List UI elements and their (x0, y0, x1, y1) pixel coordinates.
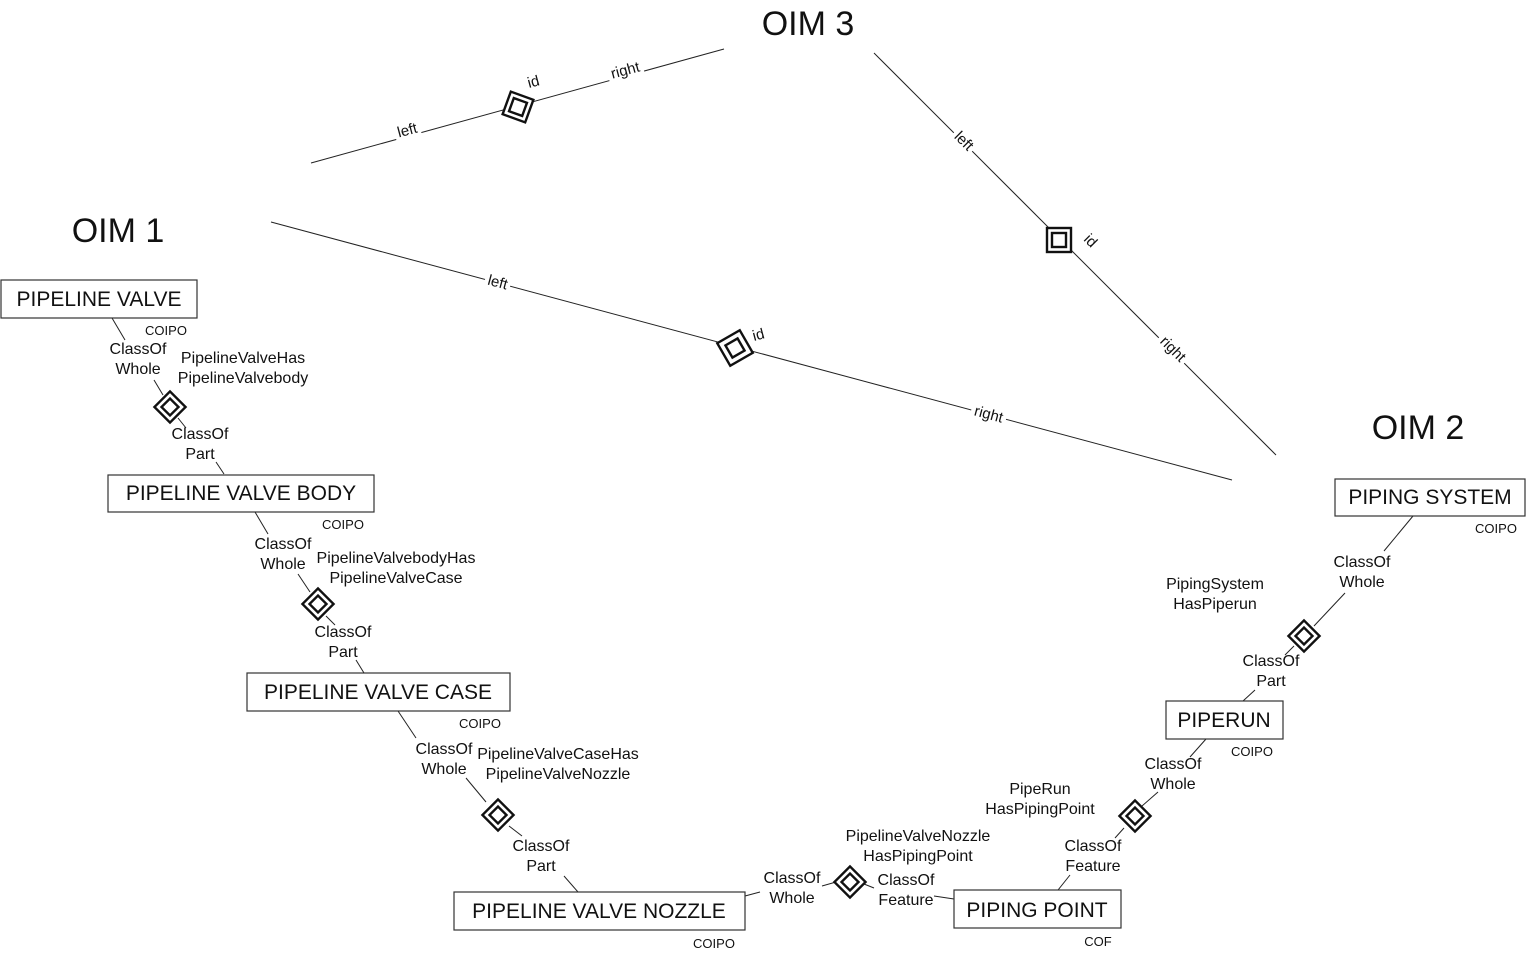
role-part-line2: Part (185, 446, 215, 463)
relationship-diamond-icon[interactable] (1117, 798, 1153, 834)
role-whole-line1: ClassOf (110, 341, 167, 358)
role-whole-line1: ClassOf (764, 870, 821, 887)
mapping-right-label: right (609, 58, 642, 82)
mapping-oim3-oim2: left id right (873, 52, 1277, 456)
role-part-line2: Part (1256, 673, 1286, 690)
relationship-diamonds (152, 389, 1322, 900)
role-whole-line2: Whole (769, 890, 814, 907)
role-whole-line1: ClassOf (255, 536, 312, 553)
relationship-name-line1: PipelineValveNozzle (846, 828, 991, 845)
relationship-name-line2: PipelineValveNozzle (486, 766, 631, 783)
relationship-name-line2: HasPipingPoint (985, 801, 1095, 818)
entity-piping-system[interactable]: PIPING SYSTEM COIPO (1334, 478, 1526, 536)
relationship-name-line1: PipeRun (1009, 781, 1070, 798)
mapping-id-label: id (751, 325, 767, 344)
relationship-name-line2: PipelineValvebody (178, 370, 308, 387)
role-whole-line2: Whole (1339, 574, 1384, 591)
entity-pipeline-valve-case[interactable]: PIPELINE VALVE CASE COIPO (246, 672, 511, 731)
relationship-diamond-icon[interactable] (1286, 618, 1322, 654)
oim-2-title: OIM 2 (1372, 409, 1465, 447)
relationship-name-line1: PipelineValveCaseHas (477, 746, 639, 763)
entity-type-label: COIPO (145, 323, 187, 338)
role-part-line1: ClassOf (1243, 653, 1300, 670)
relationship-diamond-icon[interactable] (832, 864, 868, 900)
role-whole-line2: Whole (115, 361, 160, 378)
entity-label: PIPING SYSTEM (1348, 486, 1511, 509)
entity-piping-point[interactable]: PIPING POINT COF (953, 889, 1122, 949)
entity-label: PIPELINE VALVE (17, 288, 182, 311)
role-part-line2: Part (328, 644, 358, 661)
relationship-r1: PipelineValveHas PipelineValvebody Class… (110, 341, 309, 463)
oim-1-title: OIM 1 (72, 212, 165, 250)
relationship-r6: PipingSystem HasPiperun ClassOf Whole Cl… (1166, 554, 1391, 690)
relationship-diamond-icon[interactable] (300, 586, 336, 622)
oim2-connectors (1057, 515, 1414, 891)
entity-label: PIPERUN (1177, 709, 1270, 732)
entity-type-label: COIPO (1231, 744, 1273, 759)
role-whole-line1: ClassOf (1145, 756, 1202, 773)
entity-type-label: COIPO (459, 716, 501, 731)
oim-3-title: OIM 3 (762, 5, 855, 43)
mapping-left-label: left (395, 120, 420, 142)
mapping-id-label: id (526, 72, 542, 91)
role-feature-line1: ClassOf (1065, 838, 1122, 855)
mapping-id-diamond-icon[interactable] (1045, 226, 1073, 254)
mapping-line (873, 52, 1277, 456)
entity-pipeline-valve[interactable]: PIPELINE VALVE COIPO (0, 279, 198, 338)
relationship-name-line1: PipelineValveHas (181, 350, 305, 367)
relationship-r4: PipelineValveNozzle HasPipingPoint Class… (764, 828, 991, 909)
entity-label: PIPING POINT (966, 899, 1107, 922)
role-part-line2: Part (526, 858, 556, 875)
role-whole-line2: Whole (1150, 776, 1195, 793)
relationship-r2: PipelineValvebodyHas PipelineValveCase C… (255, 536, 476, 661)
relationship-name-line1: PipingSystem (1166, 576, 1264, 593)
relationship-name-line1: PipelineValvebodyHas (317, 550, 476, 567)
relationship-name-line2: HasPipingPoint (863, 848, 973, 865)
role-part-line1: ClassOf (172, 426, 229, 443)
mapping-right-label: right (972, 403, 1005, 427)
entity-piperun[interactable]: PIPERUN COIPO (1165, 700, 1284, 759)
relationship-name-line2: HasPiperun (1173, 596, 1257, 613)
role-whole-line1: ClassOf (1334, 554, 1391, 571)
role-feature-line2: Feature (878, 892, 933, 909)
entity-pipeline-valve-body[interactable]: PIPELINE VALVE BODY COIPO (107, 474, 375, 532)
role-whole-line2: Whole (260, 556, 305, 573)
role-feature-line2: Feature (1065, 858, 1120, 875)
role-whole-line1: ClassOf (416, 741, 473, 758)
role-feature-line1: ClassOf (878, 872, 935, 889)
role-part-line1: ClassOf (513, 838, 570, 855)
role-whole-line2: Whole (421, 761, 466, 778)
entity-label: PIPELINE VALVE CASE (264, 681, 492, 704)
mapping-oim1-oim3: left id right (310, 48, 725, 164)
entity-type-label: COIPO (1475, 521, 1517, 536)
relationship-name-line2: PipelineValveCase (329, 570, 462, 587)
mapping-id-diamond-icon[interactable] (501, 90, 535, 124)
mapping-left-label: left (486, 272, 511, 294)
entity-pipeline-valve-nozzle[interactable]: PIPELINE VALVE NOZZLE COIPO (453, 891, 746, 951)
role-part-line1: ClassOf (315, 624, 372, 641)
mapping-id-label: id (1080, 231, 1100, 251)
entity-label: PIPELINE VALVE BODY (126, 482, 356, 505)
entity-type-label: COIPO (693, 936, 735, 951)
relationship-diamond-icon[interactable] (152, 389, 188, 425)
entity-label: PIPELINE VALVE NOZZLE (472, 900, 726, 923)
relationship-r3: PipelineValveCaseHas PipelineValveNozzle… (416, 741, 639, 875)
mapping-oim1-oim2: left id right (270, 221, 1233, 481)
entity-type-label: COIPO (322, 517, 364, 532)
oim1-connectors (111, 317, 955, 900)
relationship-diamond-icon[interactable] (480, 797, 516, 833)
mapping-id-diamond-icon[interactable] (715, 328, 755, 368)
entity-type-label: COF (1084, 934, 1112, 949)
relationship-r5: PipeRun HasPipingPoint ClassOf Whole Cla… (985, 756, 1202, 875)
